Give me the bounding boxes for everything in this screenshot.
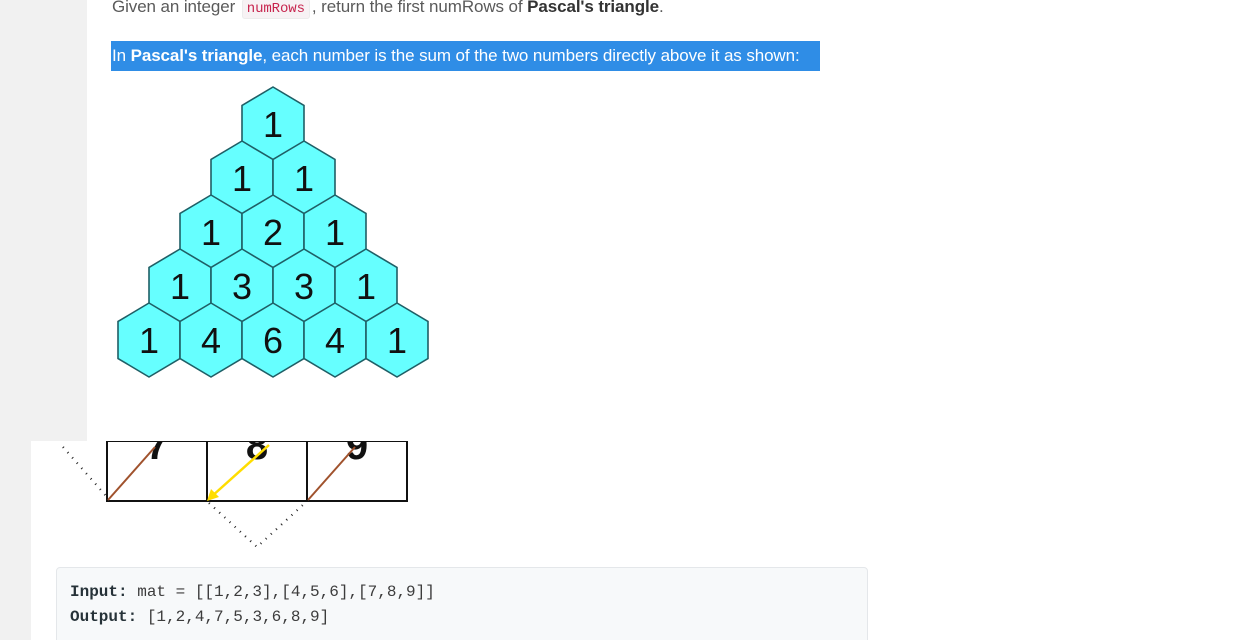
problem-description-panel: Given an integer numRows, return the fir… [87, 0, 1251, 441]
output-value: [1,2,4,7,5,3,6,8,9] [137, 608, 330, 626]
intro-prefix: Given an integer [112, 0, 240, 16]
pascal-value: 1 [139, 320, 159, 361]
pascal-value: 6 [263, 320, 283, 361]
pascal-cell: 1 [272, 140, 336, 216]
pascal-cell: 1 [303, 194, 367, 270]
pascal-value: 1 [232, 158, 252, 199]
example-input: Input: mat = [[1,2,3],[4,5,6],[7,8,9]] [70, 583, 435, 601]
left-gutter-lower [0, 441, 31, 640]
problem-intro: Given an integer numRows, return the fir… [112, 0, 664, 19]
pascal-value: 1 [387, 320, 407, 361]
example-output: Output: [1,2,4,7,5,3,6,8,9] [70, 608, 329, 626]
arrow-yellow [210, 444, 270, 498]
pascal-value: 4 [201, 320, 221, 361]
arrow-brown-left [107, 446, 156, 501]
pascal-value: 3 [294, 266, 314, 307]
dotted-guide-left [62, 446, 108, 498]
arrow-brown-right [307, 446, 356, 501]
example-code-block: Input: mat = [[1,2,3],[4,5,6],[7,8,9]] O… [56, 567, 868, 640]
pascal-value: 1 [325, 212, 345, 253]
pascal-value: 1 [201, 212, 221, 253]
selected-text[interactable]: In Pascal's triangle, each number is the… [111, 41, 820, 71]
left-gutter [0, 0, 87, 441]
cell-label-7: 7 [146, 441, 168, 468]
selected-prefix: In [112, 46, 131, 65]
matrix-cell-9 [306, 441, 408, 502]
cell-label-9: 9 [346, 441, 368, 468]
pascal-cell: 4 [303, 302, 367, 378]
pascal-value: 1 [263, 104, 283, 145]
pascal-value: 1 [294, 158, 314, 199]
pascal-value: 4 [325, 320, 345, 361]
input-value: mat = [[1,2,3],[4,5,6],[7,8,9]] [127, 583, 435, 601]
pascal-cell: 2 [241, 194, 305, 270]
pascal-hexagon [365, 302, 429, 378]
example-panel: 7 8 9 Input: mat = [[1,2,3],[4,5,6],[7,8… [31, 441, 1251, 640]
pascal-value: 1 [170, 266, 190, 307]
pascal-value: 1 [356, 266, 376, 307]
pascal-cell: 1 [148, 248, 212, 324]
selected-bold-term: Pascal's triangle [130, 46, 263, 65]
pascal-value: 3 [232, 266, 252, 307]
dotted-guide-bottom [208, 502, 306, 549]
pascal-cell: 1 [365, 302, 429, 378]
selected-suffix: , each number is the sum of the two numb… [262, 46, 800, 65]
matrix-diagram: 7 8 9 [62, 441, 408, 549]
input-label: Input: [70, 583, 128, 601]
intro-middle: , return the first numRows of [311, 0, 528, 16]
output-label: Output: [70, 608, 138, 626]
intro-bold-term: Pascal's triangle [527, 0, 659, 16]
pascal-value: 2 [263, 212, 283, 253]
intro-suffix: . [658, 0, 664, 16]
inline-code-numrows: numRows [241, 0, 310, 19]
arrow-yellow-head [207, 489, 219, 501]
